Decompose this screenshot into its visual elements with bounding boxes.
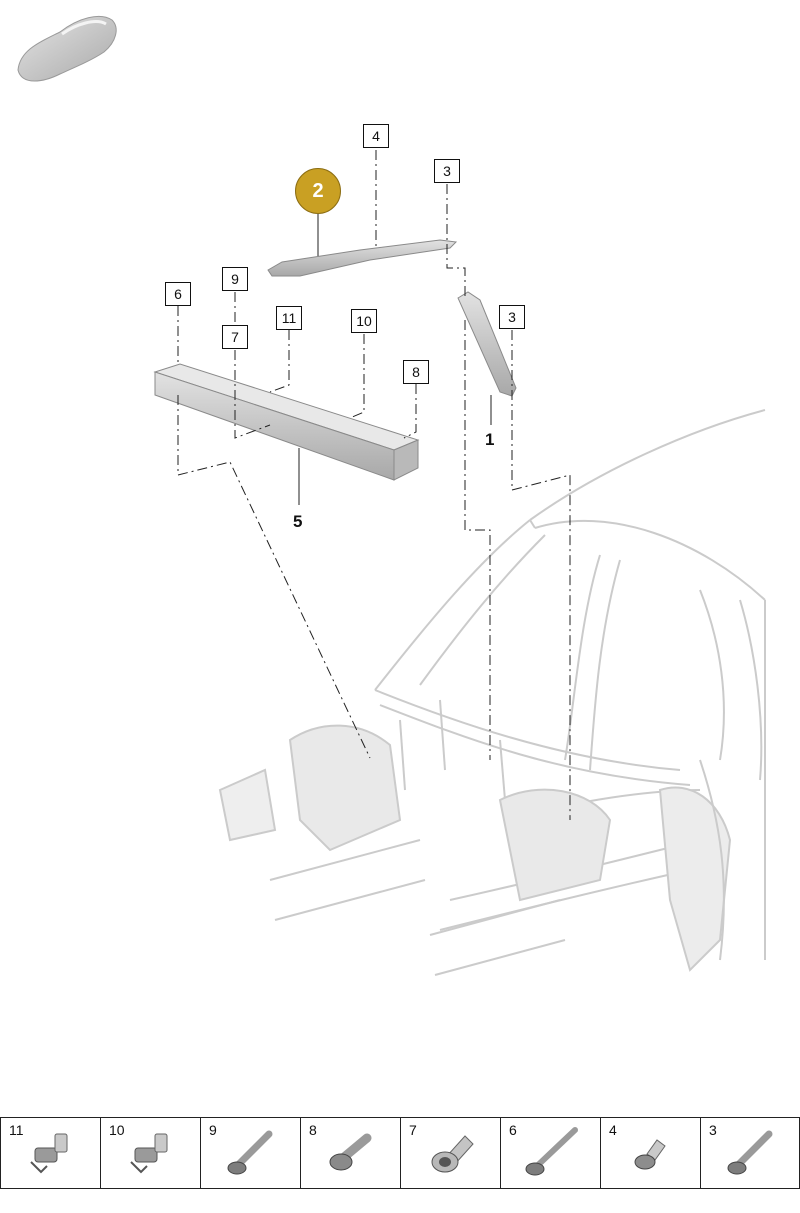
solid-leader-lines xyxy=(298,208,492,505)
callout-1: 1 xyxy=(485,430,495,449)
callout-5: 5 xyxy=(293,512,303,531)
clip-nut-icon xyxy=(30,1133,68,1174)
callout-9: 9 xyxy=(222,267,248,291)
rivet-nut-icon xyxy=(431,1135,474,1173)
part-number: 3 xyxy=(709,1122,717,1138)
cross-member-part-5[interactable] xyxy=(153,363,420,481)
clip-nut-icon xyxy=(130,1133,168,1174)
callout-3-upper: 3 xyxy=(434,159,460,183)
exploded-parts-diagram xyxy=(17,16,766,976)
strut-brace-part-1[interactable] xyxy=(457,291,517,397)
part-cell-11[interactable]: 11 xyxy=(0,1118,100,1188)
part-number: 8 xyxy=(309,1122,317,1138)
part-number: 10 xyxy=(109,1122,125,1138)
part-cell-10[interactable]: 10 xyxy=(100,1118,200,1188)
part-number: 11 xyxy=(9,1122,24,1138)
callout-10: 10 xyxy=(351,309,377,333)
part-cell-7[interactable]: 7 xyxy=(400,1118,500,1188)
callout-8: 8 xyxy=(403,360,429,384)
parts-legend-strip: 11 10 9 8 7 xyxy=(0,1117,800,1189)
part-cell-6[interactable]: 6 xyxy=(500,1118,600,1188)
upper-brace-part-2[interactable] xyxy=(267,239,458,277)
flange-bolt-icon xyxy=(727,1130,773,1175)
callout-11: 11 xyxy=(276,306,302,330)
leader-lines xyxy=(177,150,571,820)
callout-2-highlighted[interactable]: 2 xyxy=(295,168,341,214)
callout-4: 4 xyxy=(363,124,389,148)
part-cell-9[interactable]: 9 xyxy=(200,1118,300,1188)
part-number: 4 xyxy=(609,1122,617,1138)
long-bolt-icon xyxy=(525,1127,578,1176)
part-number: 7 xyxy=(409,1122,417,1138)
car-silhouette-icon xyxy=(17,16,117,82)
callout-7: 7 xyxy=(222,325,248,349)
part-cell-3[interactable]: 3 xyxy=(700,1118,800,1188)
callout-6: 6 xyxy=(165,282,191,306)
vehicle-body-shell xyxy=(218,409,766,976)
short-bolt-icon xyxy=(329,1133,372,1171)
rivet-icon xyxy=(634,1139,666,1170)
part-cell-8[interactable]: 8 xyxy=(300,1118,400,1188)
part-number: 6 xyxy=(509,1122,517,1138)
part-cell-4[interactable]: 4 xyxy=(600,1118,700,1188)
callout-3-lower: 3 xyxy=(499,305,525,329)
flange-bolt-icon xyxy=(227,1130,273,1175)
part-number: 9 xyxy=(209,1122,217,1138)
